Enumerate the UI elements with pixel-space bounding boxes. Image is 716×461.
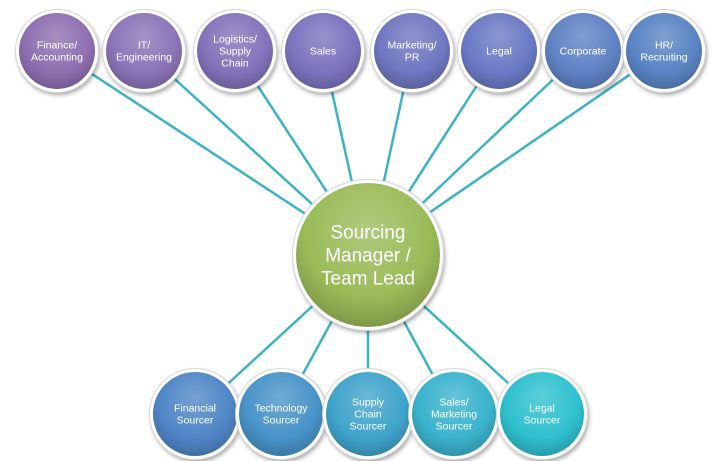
bottom-node-4-label-line: Marketing bbox=[431, 409, 477, 421]
bottom-node-3-label-line: Chain bbox=[354, 409, 382, 421]
center-node-label-line: Sourcing bbox=[331, 223, 406, 244]
top-node-3-ring-border bbox=[193, 9, 277, 93]
top-node-1-ring-border bbox=[15, 9, 99, 93]
top-node-3-label-line: Supply bbox=[219, 46, 252, 58]
bottom-node-1-label-line: Sourcer bbox=[177, 415, 214, 427]
top-node-5: Marketing/PR bbox=[370, 9, 454, 93]
top-node-2-label-line: Engineering bbox=[116, 52, 172, 64]
top-node-6-label-line: Legal bbox=[486, 46, 512, 58]
top-node-4: Sales bbox=[281, 9, 365, 93]
center-node-ring-border bbox=[292, 179, 444, 331]
top-node-1-label-line: Finance/ bbox=[37, 40, 77, 52]
center-node-label-line: Team Lead bbox=[321, 269, 415, 290]
top-node-8-ring-border bbox=[622, 9, 706, 93]
bottom-node-5-ring-border bbox=[496, 368, 588, 460]
bottom-node-4-circle bbox=[412, 372, 496, 456]
top-node-8-label-line: Recruiting bbox=[640, 52, 687, 64]
top-node-7-circle bbox=[545, 13, 621, 89]
center-node-label-line: Manager / bbox=[325, 246, 411, 267]
top-node-2-ring-border bbox=[102, 9, 186, 93]
bottom-node-4-label-line: Sourcer bbox=[436, 421, 473, 433]
top-node-1: Finance/Accounting bbox=[15, 9, 99, 93]
bottom-node-4-label-line: Sales/ bbox=[439, 397, 468, 409]
top-node-4-ring-border bbox=[281, 9, 365, 93]
top-node-6: Legal bbox=[457, 9, 541, 93]
bottom-node-5-circle bbox=[500, 372, 584, 456]
top-node-3-circle bbox=[197, 13, 273, 89]
top-node-2-label-line: IT/ bbox=[138, 40, 150, 52]
top-node-8-label-line: HR/ bbox=[655, 40, 673, 52]
top-node-6-ring-border bbox=[457, 9, 541, 93]
top-node-5-ring-border bbox=[370, 9, 454, 93]
top-node-3-label-line: Logistics/ bbox=[213, 34, 257, 46]
top-node-5-label-line: PR bbox=[405, 52, 420, 64]
top-node-5-circle bbox=[374, 13, 450, 89]
top-node-8: HR/Recruiting bbox=[622, 9, 706, 93]
nodes: Finance/AccountingIT/EngineeringLogistic… bbox=[15, 9, 706, 460]
top-node-2: IT/Engineering bbox=[102, 9, 186, 93]
center-node-circle bbox=[296, 183, 440, 327]
top-node-3-label-line: Chain bbox=[221, 58, 249, 70]
top-node-1-label-line: Accounting bbox=[31, 52, 83, 64]
top-node-6-circle bbox=[461, 13, 537, 89]
top-node-2-circle bbox=[106, 13, 182, 89]
top-node-7-label-line: Corporate bbox=[560, 46, 607, 58]
bottom-node-3-label-line: Supply bbox=[352, 397, 385, 409]
bottom-node-5-label-line: Legal bbox=[529, 403, 555, 415]
bottom-node-5-label-line: Sourcer bbox=[524, 415, 561, 427]
top-node-5-label-line: Marketing/ bbox=[387, 40, 436, 52]
bottom-node-2-circle bbox=[239, 372, 323, 456]
bottom-node-1-label-line: Financial bbox=[174, 403, 216, 415]
top-node-8-circle bbox=[626, 13, 702, 89]
bottom-node-3-circle bbox=[326, 372, 410, 456]
top-node-4-circle bbox=[285, 13, 361, 89]
bottom-node-1-circle bbox=[153, 372, 237, 456]
bottom-node-3-label-line: Sourcer bbox=[350, 421, 387, 433]
bottom-node-2-label-line: Technology bbox=[254, 403, 308, 415]
top-node-1-circle bbox=[19, 13, 95, 89]
top-node-7: Corporate bbox=[541, 9, 625, 93]
top-node-4-label-line: Sales bbox=[310, 46, 336, 58]
bottom-node-2-label-line: Sourcer bbox=[263, 415, 300, 427]
